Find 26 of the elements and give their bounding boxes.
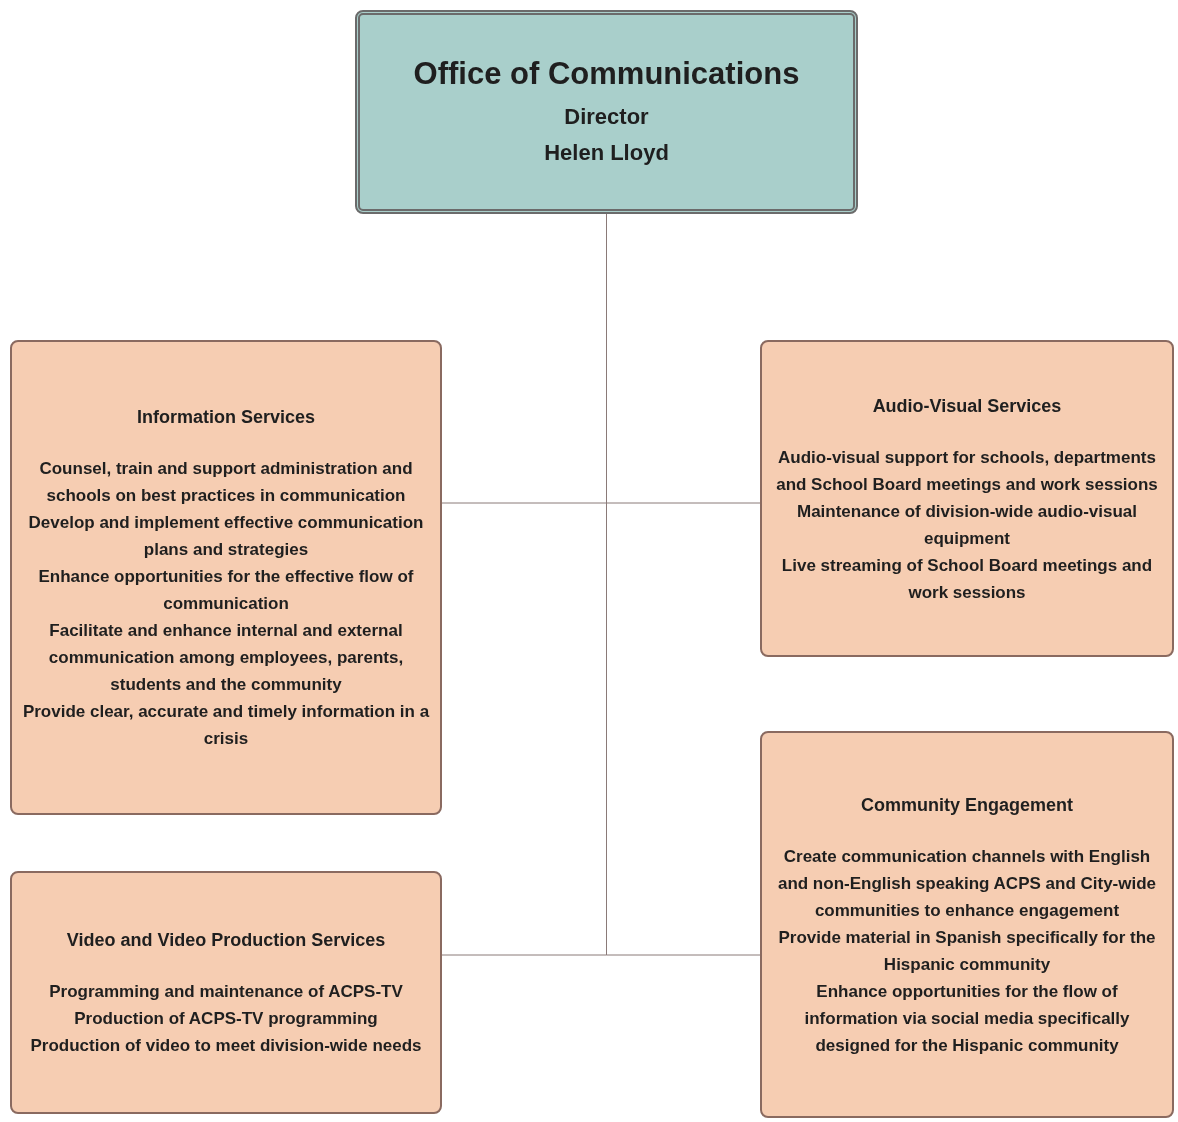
- department-box: [760, 731, 1174, 1118]
- duty-text: Counsel, train and support administration and schools on best practices in communication: [38, 458, 414, 507]
- role-label: Director: [564, 103, 649, 131]
- duty-text: Programming and maintenance of ACPS-TV: [49, 981, 403, 1003]
- department-box: [10, 871, 442, 1114]
- duty-text: Live streaming of School Board meetings and work sessions: [780, 554, 1154, 604]
- department-box: [760, 340, 1174, 657]
- department-heading: Information Services: [136, 406, 316, 429]
- duty-text: Production of video to meet division-wide needs: [30, 1035, 422, 1057]
- office-title: Office of Communications: [413, 55, 800, 93]
- department-heading: Community Engagement: [861, 793, 1073, 817]
- duty-text: Enhance opportunities for the effective flow of communication: [37, 566, 415, 615]
- duty-text: Production of ACPS-TV programming: [74, 1008, 378, 1030]
- department-heading: Video and Video Production Services: [66, 929, 386, 952]
- department-heading: Audio-Visual Services: [872, 394, 1062, 418]
- person-name: Helen Lloyd: [544, 139, 669, 167]
- duty-text: Facilitate and enhance internal and external communication among employees, parents, students and the community: [47, 620, 405, 696]
- department-box: [10, 340, 442, 815]
- duty-text: Develop and implement effective communication plans and strategies: [27, 512, 425, 561]
- director-box: [355, 10, 858, 214]
- duty-text: Audio-visual support for schools, departments and School Board meetings and work sessions: [775, 446, 1159, 496]
- duty-text: Enhance opportunities for the flow of information via social media specifically designed for the Hispanic community: [803, 980, 1131, 1057]
- duty-text: Create communication channels with English and non-English speaking ACPS and City-wide communities to enhance engagement: [776, 845, 1158, 922]
- duty-text: Maintenance of division-wide audio-visual equipment: [795, 500, 1139, 550]
- duty-text: Provide clear, accurate and timely information in a crisis: [21, 701, 431, 750]
- duty-text: Provide material in Spanish specifically for the Hispanic community: [777, 926, 1157, 976]
